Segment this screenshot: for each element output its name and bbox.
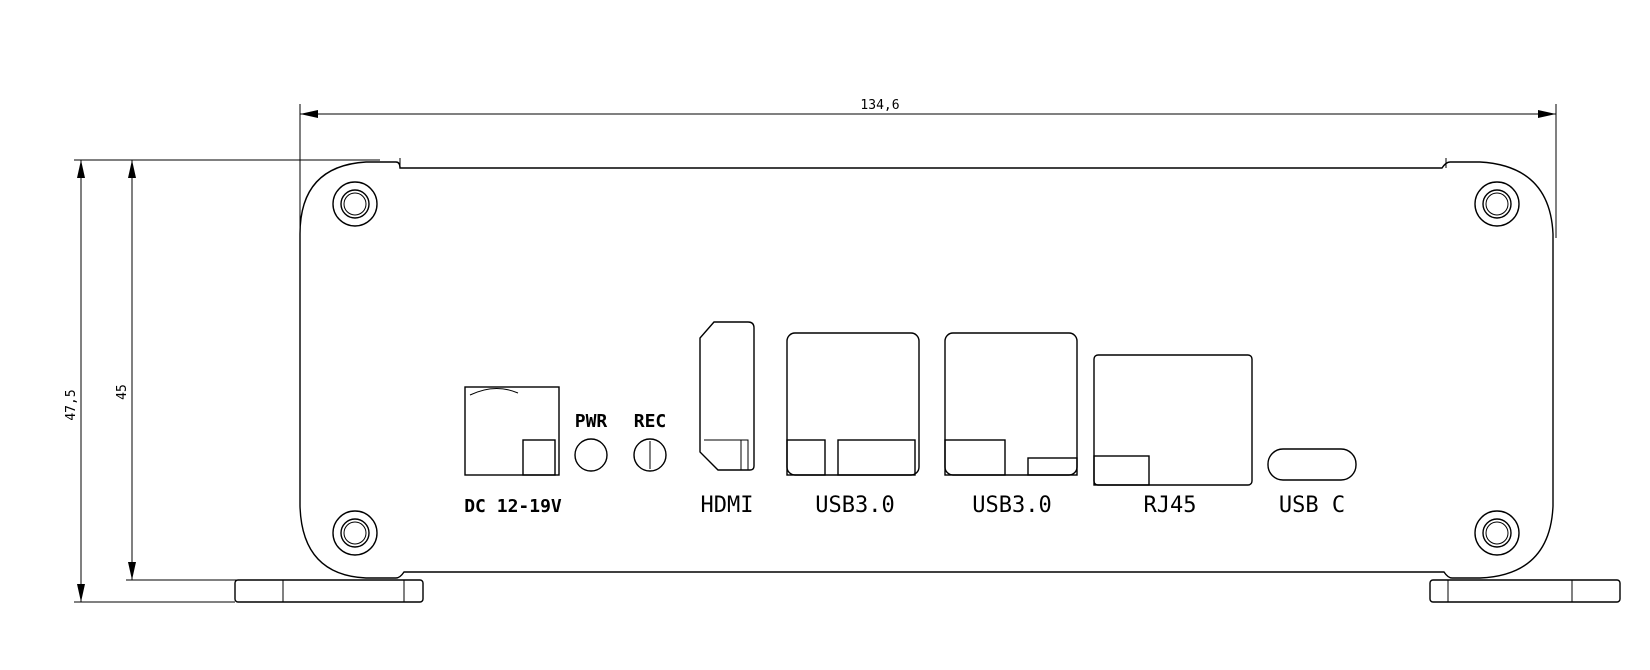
height-inner-dimension: 45 <box>115 160 240 581</box>
dc-jack-port: DC 12-19V <box>464 386 562 517</box>
width-dimension: 134,6 <box>299 98 1557 238</box>
usbc-label: USB C <box>1279 493 1345 518</box>
usb1-label: USB3.0 <box>815 493 894 518</box>
height-outer-dimension-label: 47,5 <box>64 389 79 420</box>
usb3-port-2: USB3.0 <box>944 332 1078 518</box>
enclosure-outline <box>299 158 1554 579</box>
screw-top-left-icon <box>332 181 378 227</box>
usb2-label: USB3.0 <box>972 493 1051 518</box>
rec-led: REC <box>633 411 667 472</box>
height-inner-dimension-label: 45 <box>115 384 130 400</box>
rj45-port: RJ45 <box>1093 354 1253 518</box>
screw-bottom-right-icon <box>1474 510 1520 556</box>
hdmi-port: HDMI <box>699 321 755 518</box>
usb3-port-1: USB3.0 <box>786 332 920 518</box>
screw-bottom-left-icon <box>332 510 378 556</box>
usbc-port: USB C <box>1267 448 1357 518</box>
height-outer-dimension: 47,5 <box>64 159 380 603</box>
rec-label: REC <box>634 411 667 432</box>
pwr-label: PWR <box>575 411 608 432</box>
dc-label: DC 12-19V <box>464 496 562 517</box>
hdmi-label: HDMI <box>701 493 754 518</box>
width-dimension-label: 134,6 <box>860 98 899 113</box>
rj45-label: RJ45 <box>1144 493 1197 518</box>
left-foot <box>234 579 424 603</box>
pwr-led: PWR <box>574 411 608 472</box>
right-foot <box>1429 579 1621 603</box>
screw-top-right-icon <box>1474 181 1520 227</box>
